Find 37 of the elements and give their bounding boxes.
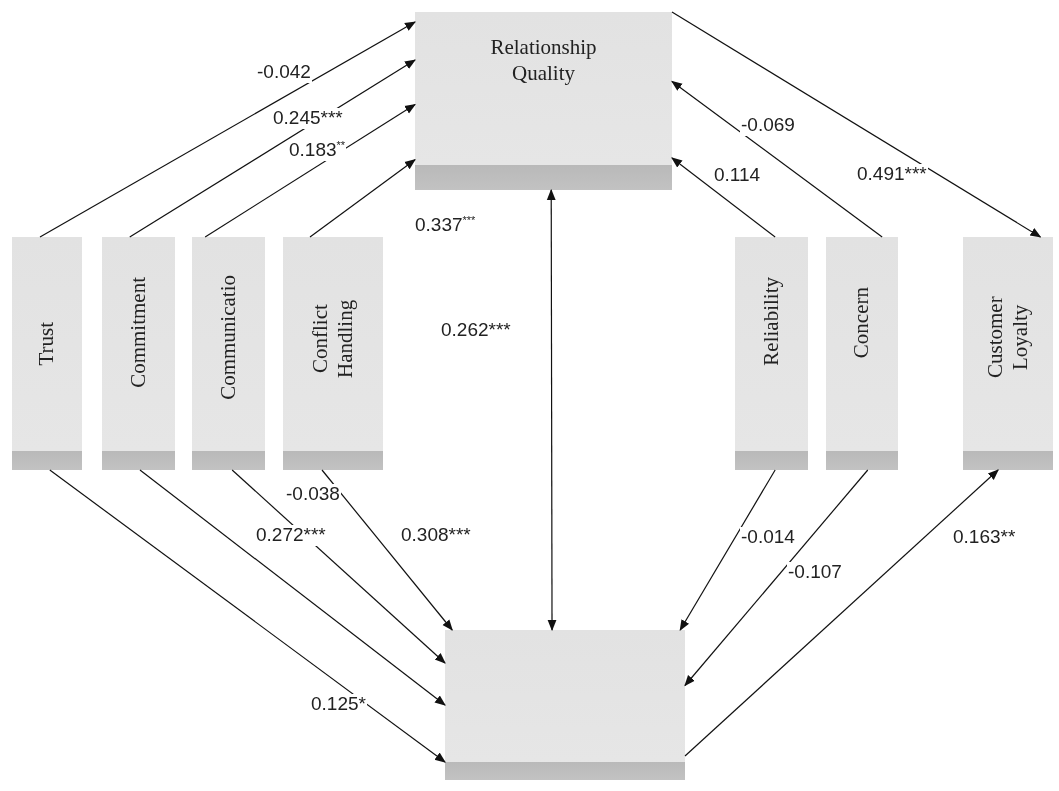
path-coefficient: -0.042 (256, 62, 312, 83)
variable-name: Concern (849, 287, 875, 359)
path-coefficient: 0.245*** (272, 108, 344, 129)
path-arrow (49, 469, 446, 763)
empty-construct-box (445, 630, 685, 780)
variable-bar (735, 237, 808, 470)
path-coefficient: -0.069 (740, 115, 796, 136)
variable-bar (963, 237, 1053, 470)
path-arrow (546, 188, 557, 632)
variable-bar (12, 237, 82, 470)
path-arrow (671, 80, 883, 238)
path-coefficient: 0.183$^{**}$ (288, 140, 347, 161)
path-arrow (684, 469, 999, 757)
path-arrow (231, 469, 446, 664)
variable-bar (102, 237, 175, 470)
path-arrow (671, 11, 1042, 238)
variable-name: Commitment (125, 277, 151, 388)
path-arrow (321, 469, 453, 631)
path-arrow (129, 59, 416, 238)
construct-box (415, 12, 672, 190)
path-arrow (139, 469, 446, 706)
path-arrow (204, 103, 416, 238)
variable-name: Reliability (758, 277, 784, 366)
path-coefficient: 0.272*** (255, 525, 327, 546)
construct-name: Relationship Quality (489, 34, 598, 87)
path-arrow (671, 157, 776, 238)
variable-name: Customer Loyalty (982, 295, 1033, 380)
path-arrow (679, 469, 776, 631)
variable-bar (826, 237, 898, 470)
variable-name: Conflict Handling (307, 298, 358, 381)
variable-name: Communicatio (215, 275, 241, 400)
variable-bar (192, 237, 265, 470)
path-arrow (684, 469, 869, 687)
variable-name: Trust (34, 322, 60, 366)
path-arrow (39, 21, 416, 238)
path-arrow (309, 159, 416, 238)
variable-bar (283, 237, 383, 470)
